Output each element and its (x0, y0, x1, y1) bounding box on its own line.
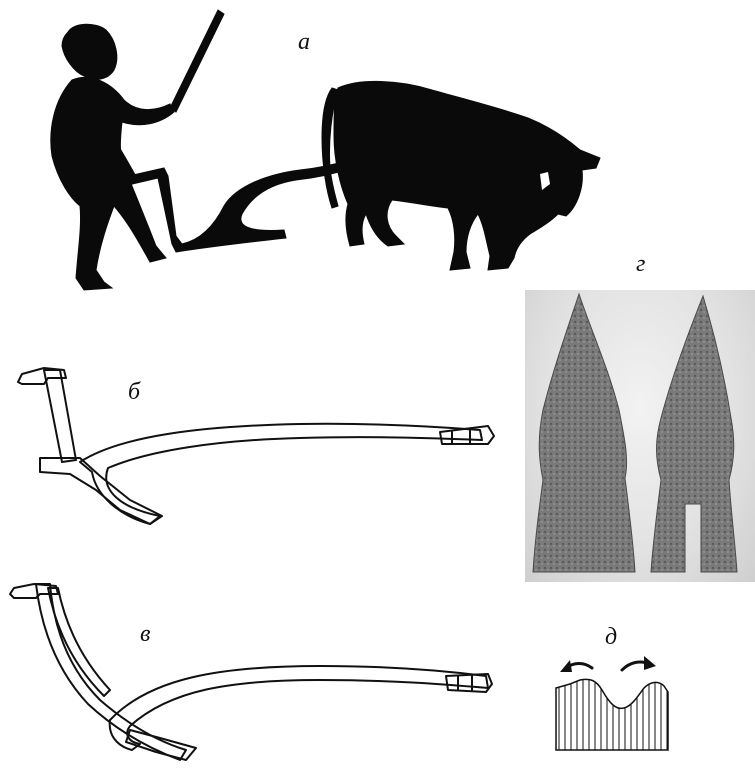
panel-g-ploughshares-photo (525, 290, 755, 582)
soil-profile (556, 679, 668, 750)
ox-silhouette (334, 81, 600, 270)
ard-plough-graphic (0, 340, 520, 530)
panel-d-soil-diagram (540, 650, 680, 760)
panel-v-plough-drawing: в (0, 570, 520, 770)
ploughshares-graphic (525, 290, 755, 582)
furrow-diagram-graphic (540, 650, 680, 760)
ard-beam (80, 424, 482, 524)
ploughman-body (51, 77, 174, 290)
ard-share (40, 458, 162, 524)
plough-share (126, 730, 196, 760)
ploughshare-left (533, 294, 635, 572)
label-d: д (605, 625, 617, 649)
label-v: в (140, 622, 150, 646)
goad-stick (170, 10, 224, 112)
plough-silhouette (120, 160, 352, 252)
label-a: а (298, 30, 310, 54)
panel-b-ard-drawing: б (0, 340, 520, 530)
ploughshare-right (651, 296, 737, 572)
plough-second-stilt (48, 588, 110, 696)
plough-beam (110, 666, 488, 750)
plough-graphic (0, 570, 520, 770)
label-g: г (636, 252, 645, 276)
ploughman-head (62, 24, 117, 79)
ard-stilt (44, 370, 76, 462)
label-b: б (128, 380, 140, 404)
